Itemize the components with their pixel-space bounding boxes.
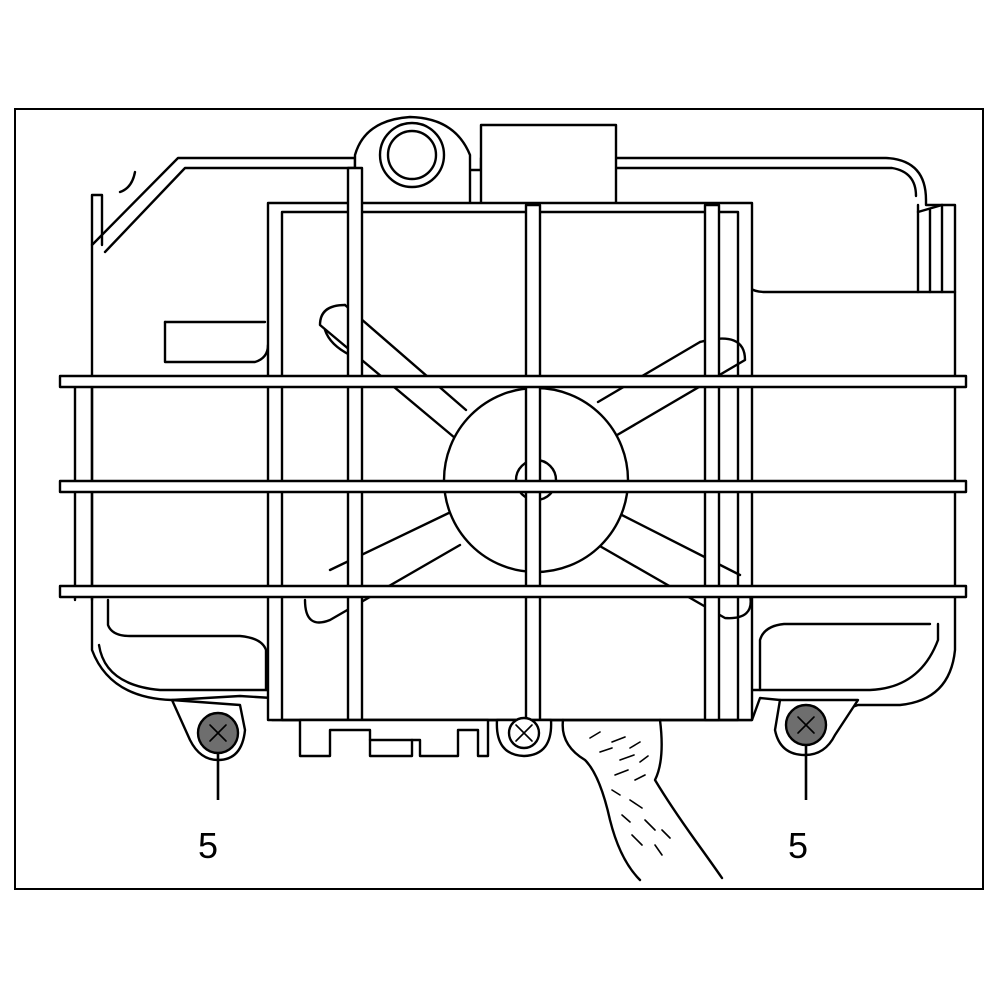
callout-label-right: 5 — [788, 825, 808, 866]
mount-screw-left — [170, 698, 247, 800]
callout-label-left: 5 — [198, 825, 218, 866]
horizontal-bars — [58, 374, 968, 599]
cable-harness — [561, 718, 724, 882]
top-boss — [353, 115, 618, 257]
diagram-frame — [14, 108, 984, 890]
bottom-connector — [298, 718, 490, 758]
small-screw — [495, 716, 553, 758]
mount-screw-right — [773, 698, 860, 800]
